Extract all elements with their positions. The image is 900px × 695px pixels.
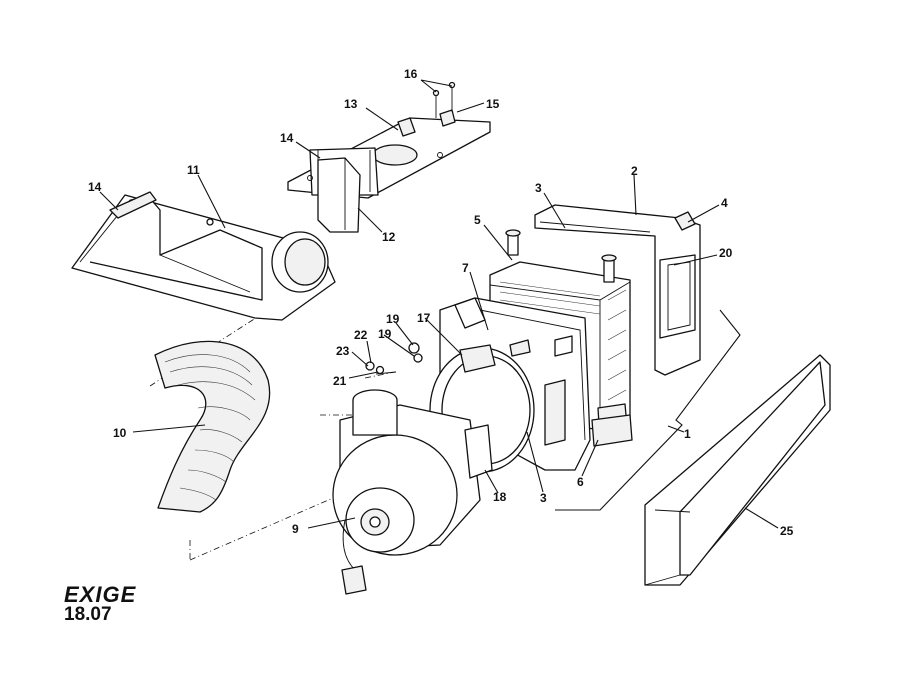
callout-7: 7 [462,261,469,275]
callout-2: 2 [631,164,638,178]
callout-23: 22 [354,328,368,342]
callout-24: 23 [336,344,350,358]
callout-3-lower: 3 [540,491,547,505]
callout-15: 15 [486,97,500,111]
assembly-center-lines [149,277,396,561]
upper-duct-part-13 [287,117,491,233]
flexible-hose-part-10 [154,340,271,513]
callout-22: 21 [333,374,347,388]
callout-9: 9 [292,522,299,536]
callout-5: 5 [474,213,481,227]
brand-logo: EXIGE [64,582,137,607]
page-reference: 18.07 [64,604,112,625]
callout-12: 12 [382,230,396,244]
callout-4: 4 [721,196,728,210]
callout-11: 11 [187,163,200,177]
callout-14-left: 14 [88,180,102,194]
callout-20: 19 [378,327,392,341]
foam-seal-part-6 [591,414,633,447]
rear-housing-part-2 [534,204,701,376]
callout-18: 18 [493,490,507,504]
callout-3-upper: 3 [535,181,542,195]
callout-labels: 2 3 4 5 20 7 17 19 19 22 23 21 18 3 6 1 … [88,67,794,538]
callout-14-upper: 14 [280,131,294,145]
callout-1: 1 [684,427,691,441]
small-fixings [365,342,423,375]
front-duct-part-25 [644,354,831,586]
assembly-bracket-part-1 [555,309,741,511]
leader-lines [99,79,779,529]
blower-motor-part-9 [332,389,493,595]
callout-17: 17 [417,311,431,325]
callout-16: 16 [404,67,418,81]
callout-21: 20 [719,246,733,260]
callout-6: 6 [577,475,584,489]
intake-box-part-11 [71,191,336,321]
callout-19: 19 [386,312,400,326]
callout-10: 10 [113,426,127,440]
callout-13: 13 [344,97,358,111]
callout-25: 25 [780,524,794,538]
